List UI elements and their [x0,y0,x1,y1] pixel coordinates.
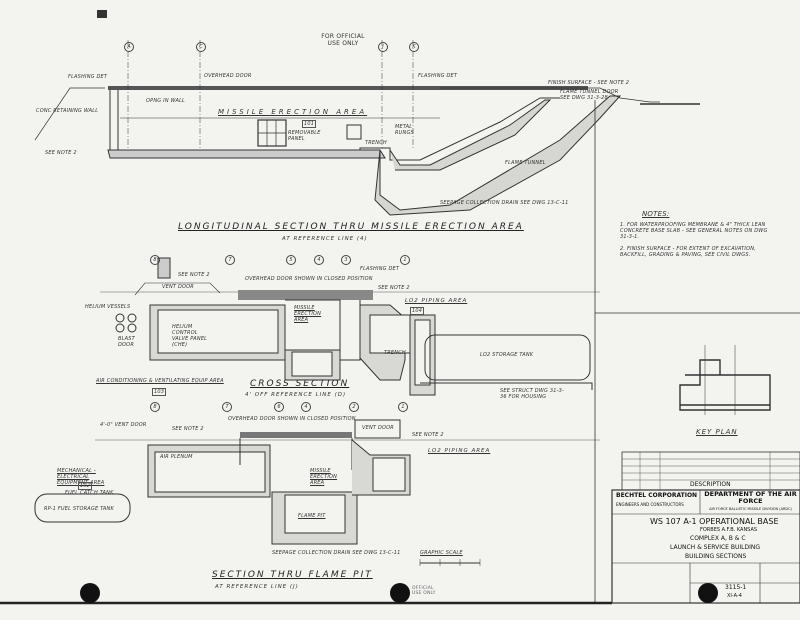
label: SEE STRUCT DWG 31-3-36 FOR HOUSING [500,388,564,400]
company-name: BECHTEL CORPORATION [616,492,698,499]
grid-bubble: 1 [398,402,408,412]
label: VENT DOOR [362,425,394,431]
grid-bubble: 5 [286,255,296,265]
agency-sub: AIR FORCE BALLISTIC MISSILE DIVISION (AR… [709,507,792,511]
area-label: MISSILE ERECTION AREA [218,108,368,116]
label: LO2 PIPING AREA [428,448,491,454]
grid-bubble: 4 [301,402,311,412]
grid-bubble: 4 [314,255,324,265]
label: TRENCH [365,140,387,146]
grid-bubble: 2 [349,402,359,412]
grid-bubble: 6 [274,402,284,412]
cross-section-drawing [100,257,600,396]
label: FLASHING DET [360,266,400,272]
revisions-header: DESCRIPTION [690,481,731,488]
label: FLAME TUNNEL DOOR SEE DWG 31-3-28 [560,89,619,101]
label: FLAME TUNNEL [505,160,546,166]
grid-bubble: J [378,42,388,52]
grid-bubble: 3 [341,255,351,265]
official-stamp: OFFICIAL USE ONLY [412,586,436,596]
label: FLAME PIT [298,513,326,519]
grid-bubble: A [124,42,134,52]
label: AIR PLENUM [160,454,193,460]
room-number: 103 [152,388,167,396]
grid-bubble: K [409,42,419,52]
label: METAL RUNGS [395,124,414,136]
agency-name: DEPARTMENT OF THE AIR FORCE [704,490,797,506]
drawing-number: 3115-1 [725,584,747,591]
room-number: 102 [78,482,93,490]
section-title: SECTION THRU FLAME PIT [212,570,373,580]
label: OPNG IN WALL [146,98,186,104]
grid-bubble: 8 [150,255,160,265]
grid-bubble: 1 [400,255,410,265]
section-subtitle: 4' OFF REFERENCE LINE (D) [245,392,347,398]
label: MISSILE ERECTION AREA [294,305,322,323]
title-block-frame [611,451,800,604]
sheet-title: BUILDING SECTIONS [685,553,747,560]
label: FUEL CATCH TANK [65,490,114,496]
section-subtitle: AT REFERENCE LINE (J) [215,584,299,590]
label: 4'-0" VENT DOOR [100,422,147,428]
label: MISSILE ERECTION AREA [310,468,338,486]
note-item: 1. FOR WATERPROOFING MEMBRANE & 4" THICK… [620,222,768,240]
label: REMOVABLE PANEL [288,130,321,142]
section-title: CROSS SECTION [250,379,350,389]
key-plan-title: KEY PLAN [696,428,738,436]
label: FLASHING DET [68,74,108,80]
label: HELIUM VESSELS [85,304,131,310]
label: SEEPAGE COLLECTION DRAIN SEE DWG 13-C-11 [440,200,569,206]
punch-hole [390,583,410,603]
label: GRAPHIC SCALE [420,550,463,556]
grid-bubble: 7 [222,402,232,412]
punch-hole [698,583,718,603]
notes-title: NOTES: [642,210,670,218]
label: HELIUM CONTROL VALVE PANEL (CHE) [172,324,208,348]
room-number: 104 [410,307,425,315]
label: TRENCH [384,350,406,356]
room-number: 101 [302,120,317,128]
complex: COMPLEX A, B & C [690,535,746,542]
label: OVERHEAD DOOR SHOWN IN CLOSED POSITION [228,416,356,422]
building: LAUNCH & SERVICE BUILDING [670,544,761,551]
punch-hole [80,583,100,603]
label: LO2 STORAGE TANK [480,352,534,358]
label: VENT DOOR [162,284,194,290]
grid-bubble: 8 [150,402,160,412]
longitudinal-section-drawing [34,40,700,216]
drawing-sub-number: XI-A-4 [727,593,742,599]
project-title: WS 107 A-1 OPERATIONAL BASE [650,517,779,526]
label: SEE NOTE 2 [178,272,210,278]
grid-bubble: C [196,42,206,52]
label: CONC RETAINING WALL [36,108,99,114]
classification-label: FOR OFFICIAL USE ONLY [321,33,365,47]
note-item: 2. FINISH SURFACE - FOR EXTENT OF EXCAVA… [620,246,756,258]
label: RP-1 FUEL STORAGE TANK [44,506,114,512]
key-plan-drawing [679,345,771,415]
flame-pit-section-drawing [34,419,600,566]
label: SEE NOTE 2 [378,285,410,291]
section-title: LONGITUDINAL SECTION THRU MISSILE ERECTI… [178,222,524,232]
company-sub: ENGINEERS AND CONSTRUCTORS [616,502,684,507]
grid-bubble: 7 [225,255,235,265]
label: FLASHING DET [418,73,458,79]
label: AIR CONDITIONING & VENTILATING EQUIP ARE… [96,378,224,384]
section-subtitle: AT REFERENCE LINE (4) [282,236,368,242]
location: FORBES A.F.B. KANSAS [700,527,758,533]
sheet-dividers [594,100,800,603]
label: FINISH SURFACE - SEE NOTE 2 [548,80,630,86]
label: SEE NOTE 2 [45,150,77,156]
label: OVERHEAD DOOR SHOWN IN CLOSED POSITION [245,276,373,282]
label: OVERHEAD DOOR [204,73,252,79]
label: LO2 PIPING AREA [405,298,468,304]
label: MECHANICAL - ELECTRICAL EQUIPMENT AREA [57,468,105,486]
label: BLAST DOOR [118,336,135,348]
label: SEEPAGE COLLECTION DRAIN SEE DWG 13-C-11 [272,550,401,556]
label: SEE NOTE 2 [412,432,444,438]
label: SEE NOTE 2 [172,426,204,432]
